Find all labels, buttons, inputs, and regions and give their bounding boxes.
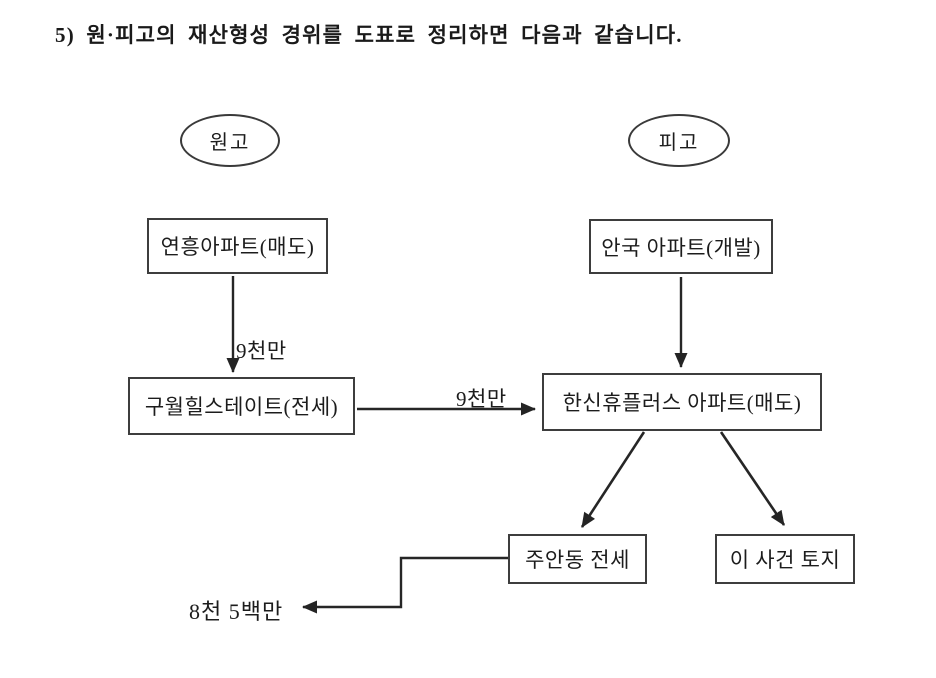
box-anguk-apartment-label: 안국 아파트(개발) [601,235,761,260]
actor-defendant-label: 피고 [658,132,700,154]
page-title: 5) 원·피고의 재산형성 경위를 도표로 정리하면 다음과 같습니다. [55,23,683,47]
actor-defendant-ellipse: 피고 [628,114,730,167]
edge-label-90million-1: 9천만 [236,339,287,363]
box-hanshin-huplus-apartment-label: 한신휴플러스 아파트(매도) [562,391,802,415]
arrow-juan-to-amount [302,556,508,614]
arrow-hanshin-to-juan [580,431,646,528]
box-guwol-hillstate: 구월힐스테이트(전세) [128,377,355,435]
box-juan-dong-jeonse-label: 주안동 전세 [525,548,630,572]
edge-label-90million-2: 9천만 [456,387,507,411]
box-anguk-apartment: 안국 아파트(개발) [589,219,773,274]
arrow-hanshin-to-land [719,431,786,526]
box-hanshin-huplus-apartment: 한신휴플러스 아파트(매도) [542,373,822,431]
box-guwol-hillstate-label: 구월힐스테이트(전세) [144,395,339,419]
box-this-case-land: 이 사건 토지 [715,534,855,584]
box-this-case-land-label: 이 사건 토지 [729,548,841,572]
box-juan-dong-jeonse: 주안동 전세 [508,534,647,584]
box-yeonheung-apartment: 연흥아파트(매도) [147,218,328,274]
edge-label-85million: 8천 5백만 [189,599,284,624]
actor-plaintiff-ellipse: 원고 [180,114,280,167]
actor-plaintiff-label: 원고 [209,132,251,154]
box-yeonheung-apartment-label: 연흥아파트(매도) [160,235,315,259]
